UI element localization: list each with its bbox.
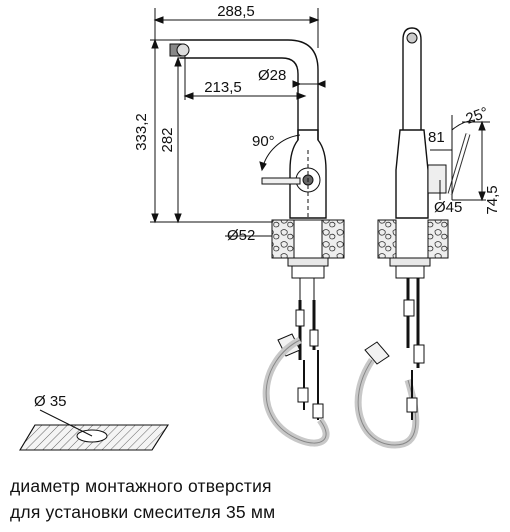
- total-height-label: 333,2: [133, 113, 150, 151]
- side-body: [395, 129, 429, 219]
- caption-line-1: диаметр монтажного отверстия: [10, 476, 272, 496]
- body-diameter-label: Ø45: [434, 199, 462, 216]
- flow-regulator-side: [364, 341, 390, 365]
- spout-outline: [180, 39, 319, 140]
- lever-handle: [261, 177, 301, 185]
- faucet-body: [289, 129, 327, 219]
- countertop-right: [321, 219, 345, 259]
- spout-diameter-label: Ø28: [258, 67, 286, 84]
- handle-offset-label: 81: [428, 129, 445, 146]
- hole-diameter-label: Ø 35: [34, 393, 67, 410]
- rotation-angle-label: 90°: [252, 133, 275, 150]
- total-width-label: 288,5: [217, 3, 255, 20]
- spout-height-label: 282: [159, 127, 176, 152]
- countertop-left: [271, 219, 295, 259]
- handle-height-label: 74,5: [484, 185, 501, 214]
- spout-reach-label: 213,5: [204, 79, 242, 96]
- handle-angle-label: 25°: [464, 104, 491, 128]
- side-countertop-right: [427, 219, 449, 259]
- side-spout: [402, 27, 422, 130]
- caption-line-2: для установки смесителя 35 мм: [10, 502, 276, 522]
- base-diameter-label: Ø52: [227, 227, 255, 244]
- side-countertop-left: [377, 219, 397, 259]
